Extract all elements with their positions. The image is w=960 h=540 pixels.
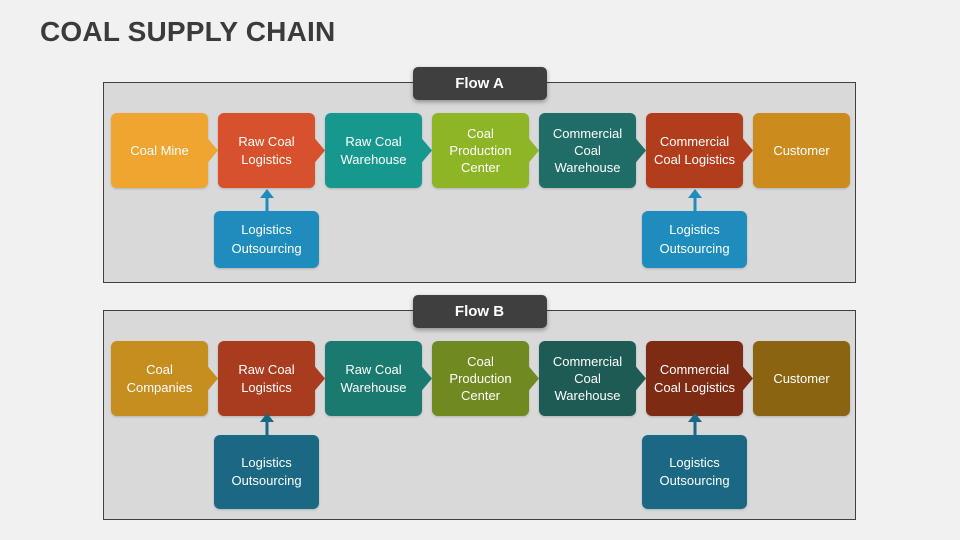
node-label: Commercial Coal Logistics xyxy=(654,362,735,395)
chevron-right-icon xyxy=(528,365,539,392)
flow-b-label-tab: Flow B xyxy=(412,295,547,328)
chevron-right-icon xyxy=(742,137,753,164)
node-logistics-outsourcing: Logistics Outsourcing xyxy=(214,413,319,509)
node-customer: Customer xyxy=(753,113,850,188)
node-label: Commercial Coal Warehouse xyxy=(552,353,623,404)
node-label: Raw Coal Logistics xyxy=(238,134,295,167)
node-label: Logistics Outsourcing xyxy=(659,454,730,488)
node-label: Coal Production Center xyxy=(449,125,512,176)
node-label: Logistics Outsourcing xyxy=(231,454,302,488)
node-label: Customer xyxy=(773,142,830,158)
node-commercial-coal-warehouse: Commercial Coal Warehouse xyxy=(539,341,646,416)
chevron-right-icon xyxy=(314,365,325,392)
chevron-right-icon xyxy=(635,365,646,392)
node-label: Coal Companies xyxy=(126,362,193,395)
node-raw-coal-warehouse: Raw Coal Warehouse xyxy=(325,113,432,188)
node-logistics-outsourcing: Logistics Outsourcing xyxy=(214,189,319,268)
node-label: Commercial Coal Logistics xyxy=(654,134,735,167)
node-logistics-outsourcing: Logistics Outsourcing xyxy=(642,413,747,509)
chevron-right-icon xyxy=(207,365,218,392)
up-arrow-icon xyxy=(259,413,275,435)
page-title: COAL SUPPLY CHAIN xyxy=(40,16,336,47)
node-label: Commercial Coal Warehouse xyxy=(552,125,623,176)
chevron-right-icon xyxy=(421,137,432,164)
node-label: Raw Coal Warehouse xyxy=(340,134,407,167)
up-arrow-icon xyxy=(259,189,275,211)
up-arrow-icon xyxy=(687,189,703,211)
node-commercial-coal-logistics: Commercial Coal Logistics xyxy=(646,341,753,416)
node-label: Raw Coal Logistics xyxy=(238,362,295,395)
up-arrow-icon xyxy=(687,413,703,435)
flow-b-panel: Flow B Coal Companies Raw Coal Logistics… xyxy=(103,295,856,520)
node-coal-companies: Coal Companies xyxy=(111,341,218,416)
flow-a-label-tab: Flow A xyxy=(412,67,547,100)
node-logistics-outsourcing: Logistics Outsourcing xyxy=(642,189,747,268)
flow-a-panel: Flow A Coal Mine Raw Coal Logistics Raw … xyxy=(103,67,856,283)
node-coal-production-center: Coal Production Center xyxy=(432,113,539,188)
node-coal-production-center: Coal Production Center xyxy=(432,341,539,416)
node-label: Logistics Outsourcing xyxy=(231,222,302,256)
node-customer: Customer xyxy=(753,341,850,416)
chevron-right-icon xyxy=(421,365,432,392)
node-coal-mine: Coal Mine xyxy=(111,113,218,188)
node-raw-coal-warehouse: Raw Coal Warehouse xyxy=(325,341,432,416)
chevron-right-icon xyxy=(207,137,218,164)
chevron-right-icon xyxy=(528,137,539,164)
node-label: Customer xyxy=(773,370,830,386)
chevron-right-icon xyxy=(742,365,753,392)
node-label: Logistics Outsourcing xyxy=(659,222,730,256)
node-raw-coal-logistics: Raw Coal Logistics xyxy=(218,341,325,416)
node-commercial-coal-logistics: Commercial Coal Logistics xyxy=(646,113,753,188)
chevron-right-icon xyxy=(314,137,325,164)
node-label: Coal Production Center xyxy=(449,353,512,404)
chevron-right-icon xyxy=(635,137,646,164)
node-label: Raw Coal Warehouse xyxy=(340,362,407,395)
node-label: Coal Mine xyxy=(130,142,189,158)
node-commercial-coal-warehouse: Commercial Coal Warehouse xyxy=(539,113,646,188)
node-raw-coal-logistics: Raw Coal Logistics xyxy=(218,113,325,188)
